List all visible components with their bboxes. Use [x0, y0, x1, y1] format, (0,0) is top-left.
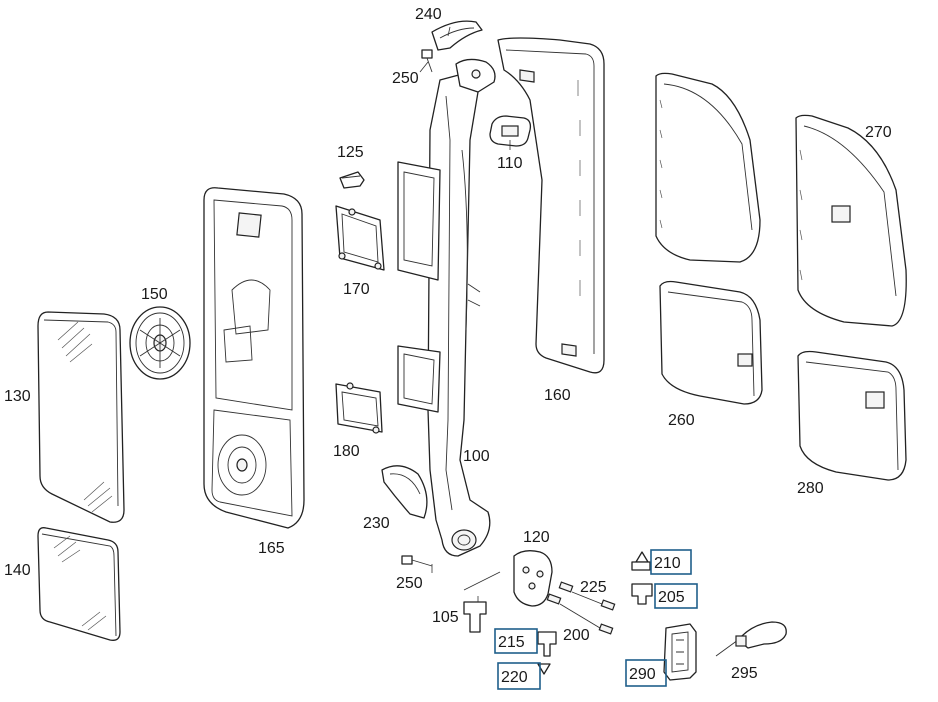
part-165-mirror-housing[interactable] — [203, 187, 305, 529]
label-260[interactable]: 260 — [668, 412, 695, 429]
label-120[interactable]: 120 — [523, 529, 550, 546]
part-295-cable-tie[interactable] — [715, 621, 787, 657]
part-170-control-unit[interactable] — [335, 205, 385, 271]
label-140[interactable]: 140 — [4, 562, 31, 579]
label-160[interactable]: 160 — [544, 387, 571, 404]
part-290-holder[interactable] — [663, 623, 697, 681]
label-250-lower[interactable]: 250 — [396, 575, 423, 592]
label-215[interactable]: 215 — [498, 634, 525, 651]
label-105[interactable]: 105 — [432, 609, 459, 626]
label-210[interactable]: 210 — [654, 555, 681, 572]
label-125[interactable]: 125 — [337, 144, 364, 161]
part-180-control-unit[interactable] — [335, 382, 383, 434]
label-270[interactable]: 270 — [865, 124, 892, 141]
label-220[interactable]: 220 — [501, 669, 528, 686]
label-280[interactable]: 280 — [797, 480, 824, 497]
label-180[interactable]: 180 — [333, 443, 360, 460]
label-100[interactable]: 100 — [463, 448, 490, 465]
part-100-mirror-arm[interactable] — [397, 58, 496, 557]
label-170[interactable]: 170 — [343, 281, 370, 298]
part-240-cover-cap[interactable] — [431, 20, 483, 51]
highlight-box-290 — [625, 659, 667, 687]
highlight-box-205 — [654, 583, 698, 609]
label-290[interactable]: 290 — [629, 666, 656, 683]
highlight-box-210 — [650, 549, 692, 575]
highlight-box-220 — [497, 662, 541, 690]
part-140-wide-angle-glass[interactable] — [37, 527, 121, 641]
label-150[interactable]: 150 — [141, 286, 168, 303]
part-130-main-mirror-glass[interactable] — [37, 311, 125, 523]
part-280-lower-cover[interactable] — [797, 350, 907, 481]
part-105-connector[interactable] — [463, 571, 501, 633]
label-230[interactable]: 230 — [363, 515, 390, 532]
label-225[interactable]: 225 — [580, 579, 607, 596]
part-150-mirror-actuator[interactable] — [129, 306, 191, 380]
label-165[interactable]: 165 — [258, 540, 285, 557]
part-200-cable[interactable] — [546, 593, 614, 635]
part-260-outer-shell[interactable] — [655, 72, 763, 405]
part-215-plug[interactable] — [537, 631, 557, 657]
label-200[interactable]: 200 — [563, 627, 590, 644]
label-250-upper[interactable]: 250 — [392, 70, 419, 87]
label-205[interactable]: 205 — [658, 589, 685, 606]
label-110[interactable]: 110 — [497, 155, 523, 172]
part-220-plug[interactable] — [537, 663, 551, 675]
part-225-cable[interactable] — [558, 581, 616, 611]
part-110-switch[interactable] — [489, 115, 532, 147]
label-240[interactable]: 240 — [415, 6, 442, 23]
part-250-screw-lower[interactable] — [401, 555, 433, 567]
part-120-connector-plate[interactable] — [513, 550, 553, 607]
part-210-plug[interactable] — [631, 551, 651, 571]
part-270-cover[interactable] — [795, 114, 907, 327]
label-130[interactable]: 130 — [4, 388, 31, 405]
part-125-clip[interactable] — [339, 171, 365, 189]
label-295[interactable]: 295 — [731, 665, 758, 682]
part-205-plug[interactable] — [631, 583, 653, 605]
part-250-screw-upper[interactable] — [421, 49, 433, 73]
highlight-box-215 — [494, 628, 538, 654]
part-230-cover[interactable] — [381, 465, 428, 519]
part-160-rear-cover[interactable] — [497, 37, 605, 374]
